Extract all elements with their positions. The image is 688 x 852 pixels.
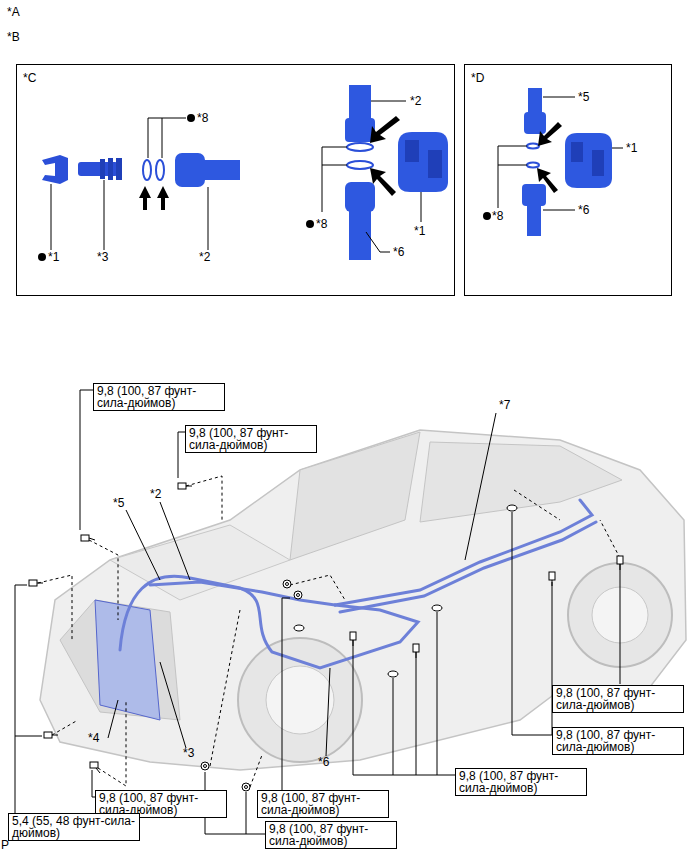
torque-box: 9,8 (100, 87 фунт-сила-дюймов) (265, 821, 397, 849)
callout-number: *8 (492, 209, 503, 223)
refrigerant-pipes (120, 500, 596, 668)
panel-title: *D (465, 65, 671, 85)
callout-number: *1 (48, 250, 59, 264)
callout-number: *2 (410, 94, 421, 108)
callout-number: *8 (197, 111, 208, 125)
torque-value: 9,8 (100, 87 фунт-сила-дюймов) (459, 770, 583, 794)
condenser (95, 600, 160, 720)
bullet-dots (38, 114, 491, 261)
torque-value: 9,8 (100, 87 фунт-сила-дюймов) (556, 729, 680, 753)
callout-number: *2 (150, 487, 161, 501)
torque-value: 9,8 (100, 87 фунт-сила-дюймов) (269, 823, 393, 847)
torque-box: 9,8 (100, 87 фунт-сила-дюймов) (455, 768, 587, 796)
callout-number: *6 (393, 245, 404, 259)
figure-code: P (1, 838, 9, 852)
torque-box: 9,8 (100, 87 фунт-сила-дюймов) (93, 383, 225, 411)
callout-number: *1 (626, 141, 637, 155)
callout-number: *3 (97, 250, 108, 264)
torque-box: 9,8 (100, 87 фунт-сила-дюймов) (552, 685, 684, 713)
torque-box: 9,8 (100, 87 фунт-сила-дюймов) (257, 790, 389, 818)
dashed-leaders (38, 476, 620, 787)
leader-lines (8, 390, 620, 840)
callout-number: *1 (414, 224, 425, 238)
callout-number: *5 (113, 496, 124, 510)
callout-number: *4 (88, 731, 99, 745)
torque-value: 9,8 (100, 87 фунт-сила-дюймов) (261, 792, 385, 816)
callout-number: *6 (578, 203, 589, 217)
torque-value: 9,8 (100, 87 фунт-сила-дюймов) (189, 427, 313, 451)
callout-number: *6 (318, 755, 329, 769)
torque-box: 9,8 (100, 87 фунт-сила-дюймов) (552, 727, 684, 755)
callout-number: *5 (578, 90, 589, 104)
torque-box: 9,8 (100, 87 фунт-сила-дюймов) (185, 425, 317, 453)
callout-number: *2 (199, 250, 210, 264)
figure-code: *A (7, 5, 20, 19)
callout-number: *8 (316, 217, 327, 231)
bolts (29, 483, 623, 791)
callout-number: *7 (499, 398, 510, 412)
torque-value: 9,8 (100, 87 фунт-сила-дюймов) (97, 385, 221, 409)
panel-c-parts (42, 85, 612, 260)
callout-number: *3 (183, 746, 194, 760)
panel-title: *C (17, 65, 454, 85)
torque-value: 5,4 (55, 48 фунт-сила-дюймов) (12, 815, 136, 839)
detail-panel: *D (464, 64, 672, 296)
figure-code: *B (7, 30, 20, 44)
detail-panel: *C (16, 64, 455, 296)
torque-value: 9,8 (100, 87 фунт-сила-дюймов) (556, 687, 680, 711)
panel-leaders (51, 97, 623, 252)
vehicle-outline (40, 430, 686, 770)
torque-box: 5,4 (55, 48 фунт-сила-дюймов) (8, 813, 140, 841)
